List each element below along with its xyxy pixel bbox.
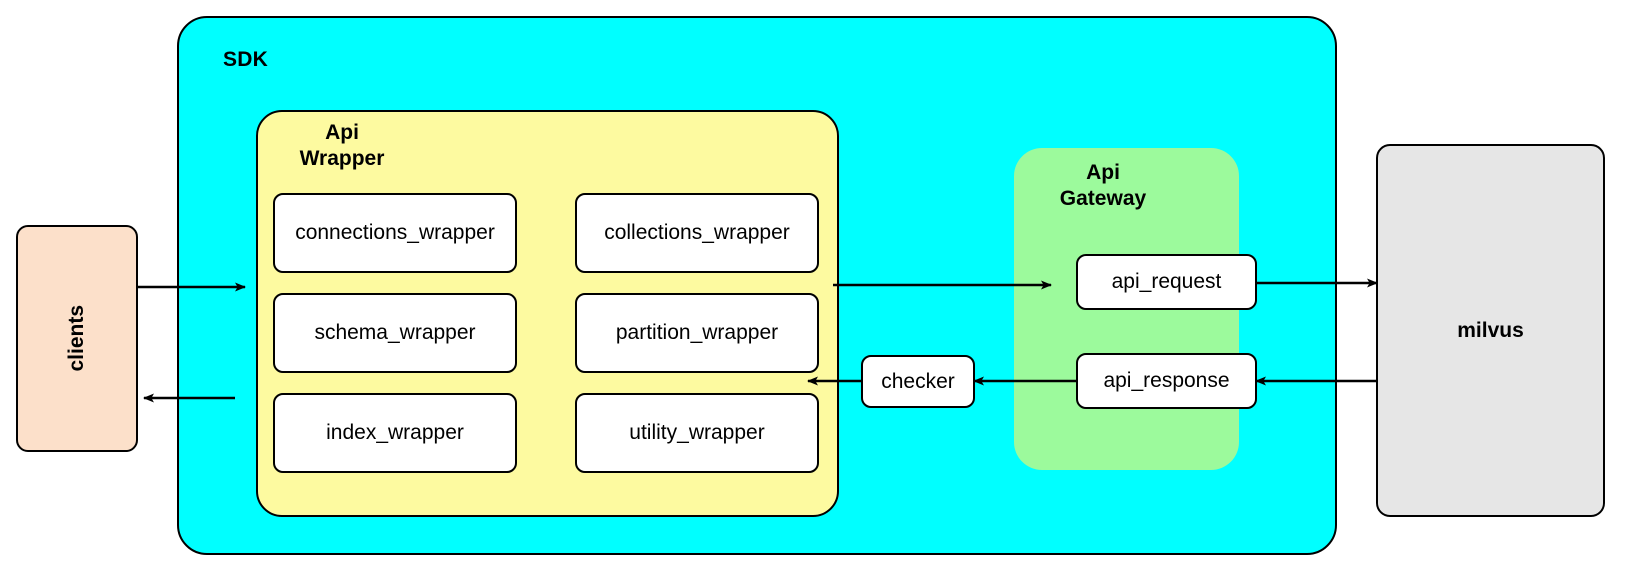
sdk-label: SDK — [223, 48, 268, 71]
api-gateway-label-line1: Api — [1086, 161, 1120, 184]
checker-label: checker — [881, 369, 955, 393]
checker-node[interactable]: checker — [861, 355, 975, 408]
module-label: utility_wrapper — [629, 421, 765, 444]
clients-label: clients — [65, 305, 88, 372]
milvus-node[interactable]: milvus — [1376, 144, 1605, 517]
module-label: collections_wrapper — [604, 221, 790, 244]
module-label: schema_wrapper — [314, 321, 476, 344]
milvus-label: milvus — [1457, 318, 1524, 342]
module-utility-wrapper[interactable]: utility_wrapper — [575, 393, 819, 473]
module-collections-wrapper[interactable]: collections_wrapper — [575, 193, 819, 273]
clients-node[interactable]: clients — [16, 225, 138, 452]
module-api-request[interactable]: api_request — [1076, 254, 1257, 310]
module-label: api_response — [1103, 369, 1230, 392]
module-index-wrapper[interactable]: index_wrapper — [273, 393, 517, 473]
module-label: api_request — [1111, 270, 1222, 293]
module-label: partition_wrapper — [615, 321, 779, 344]
module-partition-wrapper[interactable]: partition_wrapper — [575, 293, 819, 373]
module-api-response[interactable]: api_response — [1076, 353, 1257, 409]
module-label: index_wrapper — [326, 421, 464, 444]
module-label: connections_wrapper — [295, 221, 495, 244]
module-connections-wrapper[interactable]: connections_wrapper — [273, 193, 517, 273]
api-wrapper-label-line1: Api — [325, 121, 359, 144]
api-gateway-label-line2: Gateway — [1059, 187, 1147, 211]
api-wrapper-label-line2: Wrapper — [299, 147, 385, 171]
module-schema-wrapper[interactable]: schema_wrapper — [273, 293, 517, 373]
